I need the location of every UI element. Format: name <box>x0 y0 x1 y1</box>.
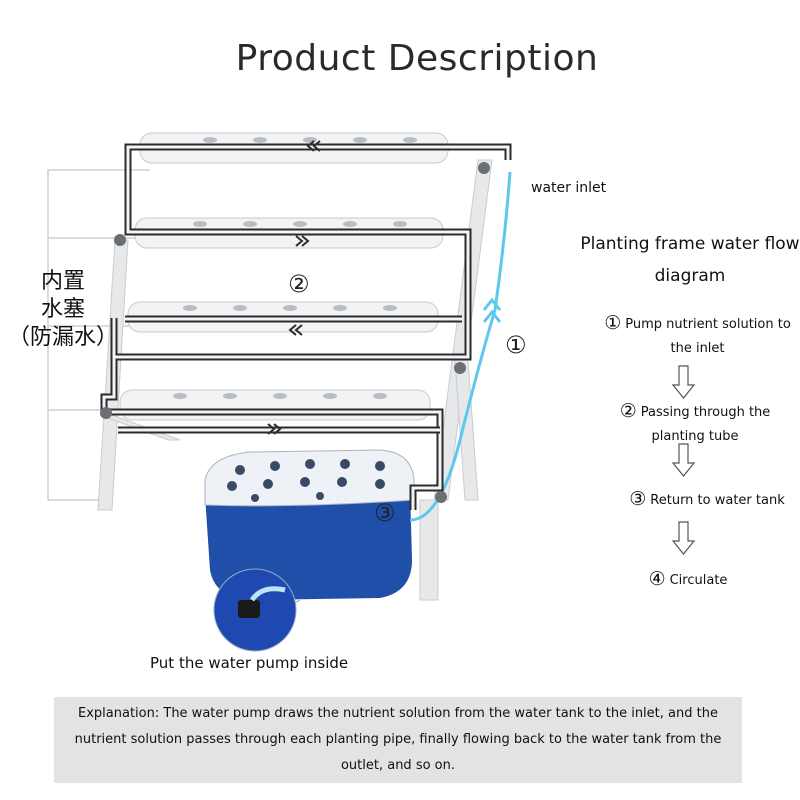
built-in-water-plug-label: 内置 水塞 （防漏水） <box>8 268 118 352</box>
double-chevron-left-icon <box>288 324 303 336</box>
flow-marker-3: ③ <box>374 499 396 527</box>
cn-line-3: （防漏水） <box>8 325 119 350</box>
double-chevron-right-icon <box>295 235 310 247</box>
step-number: ④ <box>648 568 666 590</box>
water-inlet-label: water inlet <box>531 180 607 196</box>
step-text: Pump nutrient solution to the inlet <box>625 317 791 356</box>
explanation-box: Explanation: The water pump draws the nu… <box>54 697 742 783</box>
page-title: Product Description <box>235 38 599 79</box>
pump-inside-label: Put the water pump inside <box>150 654 349 672</box>
double-chevron-up-icon <box>482 297 502 323</box>
step-text: Circulate <box>669 573 728 588</box>
pump-inset <box>213 568 301 652</box>
down-arrow-icon <box>671 365 696 555</box>
pipe-connectors <box>100 162 490 503</box>
double-chevron-right-icon <box>267 423 282 435</box>
cn-line-2: 水塞 <box>40 297 85 322</box>
flow-marker-1: ① <box>505 331 527 359</box>
leader-lines <box>47 169 150 501</box>
double-chevron-left-icon <box>306 140 321 152</box>
planting-pipes <box>119 132 449 421</box>
cn-line-1: 内置 <box>40 269 85 294</box>
step-number: ① <box>604 312 622 334</box>
step-number: ② <box>619 400 637 422</box>
flow-diagram-title: Planting frame water flow diagram <box>580 234 800 286</box>
flow-marker-2: ② <box>288 270 310 298</box>
step-number: ③ <box>629 488 647 510</box>
step-text: Passing through the planting tube <box>640 405 771 444</box>
step-text: Return to water tank <box>650 493 785 508</box>
